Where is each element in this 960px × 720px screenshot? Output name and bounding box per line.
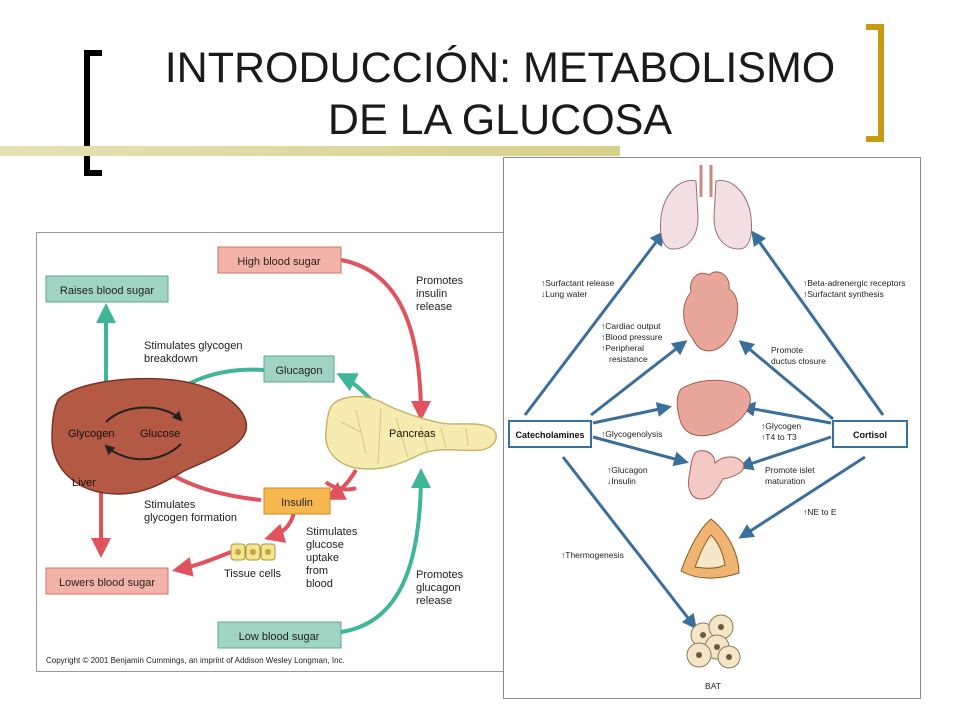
cardiac-output-label: ↑Cardiac output — [601, 321, 661, 331]
promotes-insulin-release-label: Promotes insulin release — [416, 275, 466, 313]
ductus-closure-label-1: Promote — [771, 345, 803, 355]
slide-title: INTRODUCCIÓN: METABOLISMO DE LA GLUCOSA — [110, 42, 890, 146]
blood-pressure-label: ↑Blood pressure — [601, 332, 663, 342]
pancreas-label: Pancreas — [389, 428, 436, 440]
low-blood-sugar-label: Low blood sugar — [239, 631, 320, 643]
insulin-box — [263, 487, 331, 515]
high-blood-sugar-box — [217, 246, 342, 274]
cortisol-label: Cortisol — [853, 430, 887, 440]
cortisol-box — [832, 420, 908, 448]
raises-blood-sugar-box — [45, 275, 169, 303]
arrow-tissue-to-lowers — [172, 550, 232, 577]
catecholamines-box — [508, 420, 592, 448]
liver-organ-illustration — [676, 379, 751, 437]
glucose-label: Glucose — [140, 428, 180, 440]
surfactant-synthesis-label: ↑Surfactant synthesis — [803, 289, 884, 299]
bat-cells-illustration — [686, 614, 741, 669]
heart-illustration — [683, 271, 739, 352]
resistance-label: resistance — [609, 354, 648, 364]
pancreas-lobules — [340, 407, 469, 465]
title-line-2: DE LA GLUCOSA — [327, 96, 673, 144]
glycogen-effect-label: ↑Glycogen — [761, 421, 801, 431]
islet-maturation-label-1: Promote islet — [765, 465, 815, 475]
lung-water-label: ↓Lung water — [541, 289, 587, 299]
glycogenolysis-label: ↑Glycogenolysis — [601, 429, 662, 439]
pancreas-organ-illustration — [688, 450, 745, 500]
beta-receptors-label: ↑Beta-adrenergic receptors — [803, 278, 906, 288]
high-blood-sugar-label: High blood sugar — [237, 256, 321, 268]
bat-label: BAT — [705, 681, 721, 691]
peripheral-label: ↑Peripheral — [601, 343, 644, 353]
glucagon-box — [263, 355, 335, 383]
liver-illustration — [51, 377, 248, 495]
ne-to-e-label: ↑NE to E — [803, 507, 837, 517]
arrow-insulin-to-tissue — [264, 511, 296, 543]
copyright-notice: Copyright © 2001 Benjamin Cummings, an i… — [46, 656, 345, 665]
stimulates-glycogen-breakdown-label: Stimulates glycogen breakdown — [144, 340, 246, 365]
adrenal-medulla — [694, 534, 726, 569]
arrow-high-to-pancreas — [340, 258, 431, 421]
tissue-cells-label: Tissue cells — [224, 568, 282, 580]
glucagon-label: Glucagon — [275, 365, 322, 377]
glucagon-effect-label: ↑Glucagon — [607, 465, 648, 475]
stimulates-glycogen-formation-label: Stimulates glycogen formation — [144, 499, 237, 524]
glucose-homeostasis-diagram: High blood sugar Raises blood sugar Gluc… — [36, 232, 506, 672]
glycogen-label: Glycogen — [68, 428, 114, 440]
right-bracket-decoration — [866, 24, 884, 142]
tissue-cells-illustration — [230, 543, 276, 561]
ductus-closure-label-2: ductus closure — [771, 356, 826, 366]
title-underline-bar — [0, 146, 620, 156]
low-blood-sugar-box — [217, 621, 342, 649]
surfactant-release-label: ↑Surfactant release — [541, 278, 615, 288]
glycogen-to-glucose-arrow — [105, 406, 183, 423]
lungs-illustration — [660, 165, 752, 250]
catecholamines-label: Catecholamines — [515, 430, 584, 440]
lowers-blood-sugar-label: Lowers blood sugar — [59, 577, 155, 589]
left-bracket-decoration — [84, 50, 102, 176]
glucose-to-glycogen-arrow — [104, 443, 182, 461]
t4-t3-label: ↑T4 to T3 — [761, 432, 797, 442]
raises-blood-sugar-label: Raises blood sugar — [60, 285, 155, 297]
insulin-label: Insulin — [281, 497, 313, 509]
thermogenesis-label: ↑Thermogenesis — [561, 550, 624, 560]
stimulates-glucose-uptake-label: Stimulates glucose uptake from blood — [306, 526, 360, 590]
promotes-glucagon-release-label: Promotes glucagon release — [416, 569, 466, 607]
arrow-low-to-pancreas — [340, 468, 431, 634]
insulin-effect-label: ↓Insulin — [607, 476, 636, 486]
hormone-arrows — [523, 230, 885, 630]
title-line-1: INTRODUCCIÓN: METABOLISMO — [164, 44, 836, 92]
fetal-hormone-effects-diagram: Catecholamines Cortisol ↑Surfactant rele… — [503, 157, 921, 699]
liver-label: Liver — [72, 477, 96, 489]
lowers-blood-sugar-box — [45, 567, 169, 595]
islet-maturation-label-2: maturation — [765, 476, 805, 486]
pancreas-illustration — [325, 395, 497, 470]
